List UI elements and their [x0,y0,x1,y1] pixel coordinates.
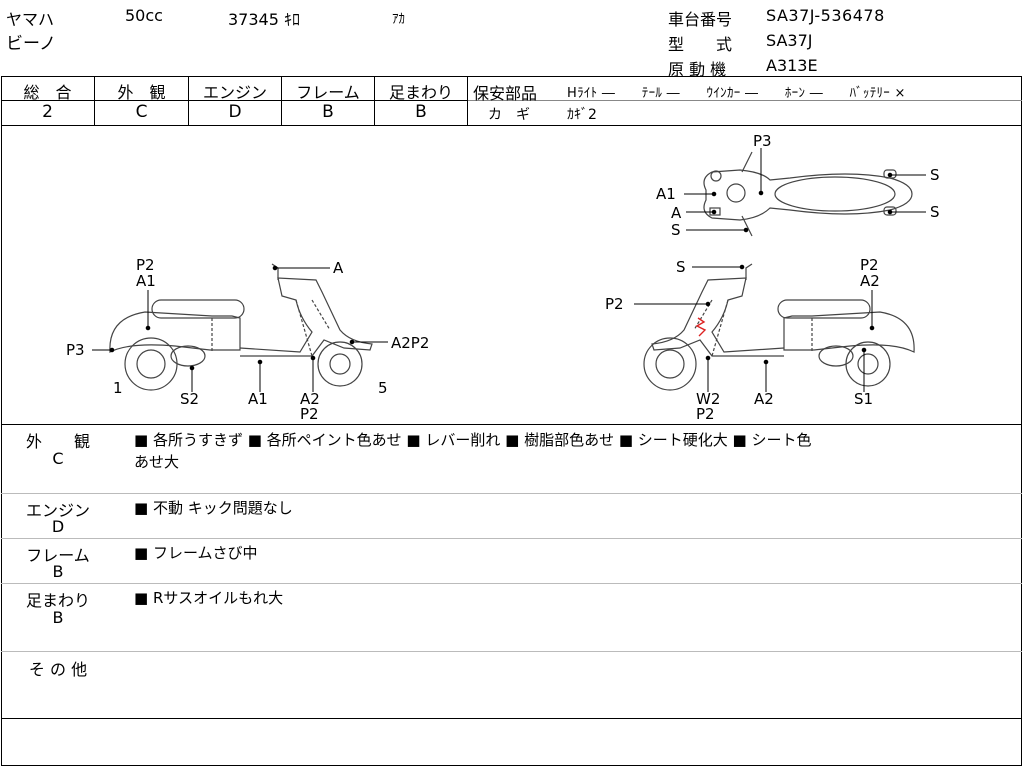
left-p2-bottom-label: P2 [300,405,319,423]
remark-other-label: そ の 他 [28,660,88,679]
mileage: 37345 ｷﾛ [228,10,300,29]
left-view-leaders [92,265,388,392]
right-p2-top-label: P2 [860,256,879,274]
type-value: SA37J [766,31,813,50]
damage-diagram: P3 A1 A S S S P2 A1 A P3 A2P2 1 S2 A1 A2… [66,132,940,423]
left-view-scooter [109,263,373,391]
type-label: 型 式 [668,35,733,54]
right-a2-top-label: A2 [860,272,880,290]
top-p3-label: P3 [753,132,772,150]
exterior-grade: C [135,102,148,122]
remark-engine-label: エンジン [25,501,90,520]
remark-engine-text: ■ 不動 キック問題なし [134,499,293,517]
left-a1-top-label: A1 [136,272,156,290]
sheet-frame [1,76,1022,766]
frame-label: フレーム [296,83,360,102]
remark-divider-3 [1,583,1022,584]
remark-suspension-text: ■ Rサスオイルもれ大 [134,589,284,607]
safety-label: 保安部品 [473,84,538,103]
diagram-bottom [1,424,1022,425]
overall-label: 総 合 [23,83,72,102]
right-view-scooter [643,263,915,391]
remark-divider-2 [1,538,1022,539]
top-a-label: A [671,204,682,222]
left-a2p2-label: A2P2 [391,334,429,352]
safety-items: Hﾗｲﾄ ― ﾃｰﾙ ― ｳｲﾝｶｰ ― ﾎｰﾝ ― ﾊﾞｯﾃﾘｰ × [567,86,906,101]
color-value: ｱｶ [392,12,405,27]
engine-label: エンジン [202,83,267,102]
remark-frame-label: フレーム [26,546,90,565]
other-bottom [1,718,1022,719]
engine-model-label: 原 動 機 [668,60,727,79]
remark-divider-1 [1,493,1022,494]
grade-col-sep-2 [188,76,189,125]
grade-row-bottom [1,125,1022,126]
remark-exterior-text-2: あせ大 [134,453,180,471]
left-1-label: 1 [113,379,123,397]
right-w2-label: W2 [696,390,720,408]
left-a-label: A [333,259,344,277]
remark-suspension-label: 足まわり [25,591,90,610]
overall-grade: 2 [42,102,53,122]
left-a1-label: A1 [248,390,268,408]
top-s-label: S [671,221,681,239]
remark-exterior-grade: C [52,449,64,468]
suspension-label: 足まわり [388,83,453,102]
remark-exterior-label: 外 観 [25,432,90,451]
remark-suspension-grade: B [52,608,64,627]
right-p2-bottom-label: P2 [696,405,715,423]
frame-number: SA37J-536478 [766,6,885,25]
remark-engine-grade: D [51,517,65,536]
left-s2-label: S2 [180,390,199,408]
safety-divider [468,100,1022,101]
top-a1-label: A1 [656,185,676,203]
frame-number-label: 車台番号 [668,10,733,29]
right-view-leaders [634,264,875,392]
key-label: カ ギ [488,107,530,123]
right-a2-label: A2 [754,390,774,408]
grade-col-sep-4 [374,76,375,125]
left-p2-label: P2 [136,256,155,274]
remark-frame-grade: B [52,562,64,581]
exterior-label: 外 観 [117,83,166,102]
engine-grade: D [228,102,242,122]
right-s-label: S [676,258,686,276]
remark-frame-text: ■ フレームさび中 [134,544,258,562]
remark-divider-4 [1,651,1022,652]
top-view-scooter [703,151,913,237]
key-value: ｶｷﾞ2 [567,107,597,123]
grade-col-sep-3 [281,76,282,125]
left-a2-label: A2 [300,390,320,408]
grade-col-sep-1 [94,76,95,125]
left-5-label: 5 [378,379,388,397]
model-name: ビーノ [6,34,56,54]
top-view-leaders [684,148,926,233]
grade-col-sep-5 [467,76,468,125]
frame-grade: B [322,102,334,122]
engine-model-value: A313E [766,56,818,75]
displacement: 50cc [125,6,163,25]
suspension-grade: B [415,102,427,122]
right-damage-mark [695,317,707,337]
top-s-right1-label: S [930,166,940,184]
right-s1-label: S1 [854,390,873,408]
remark-exterior-text-1: ■ 各所うすきず ■ 各所ペイント色あせ ■ レバー削れ ■ 樹脂部色あせ ■ … [134,431,812,449]
left-p3-label: P3 [66,341,85,359]
right-p2-mid-label: P2 [605,295,624,313]
top-s-right2-label: S [930,203,940,221]
maker-name: ヤマハ [6,10,55,29]
grade-divider [1,100,468,101]
